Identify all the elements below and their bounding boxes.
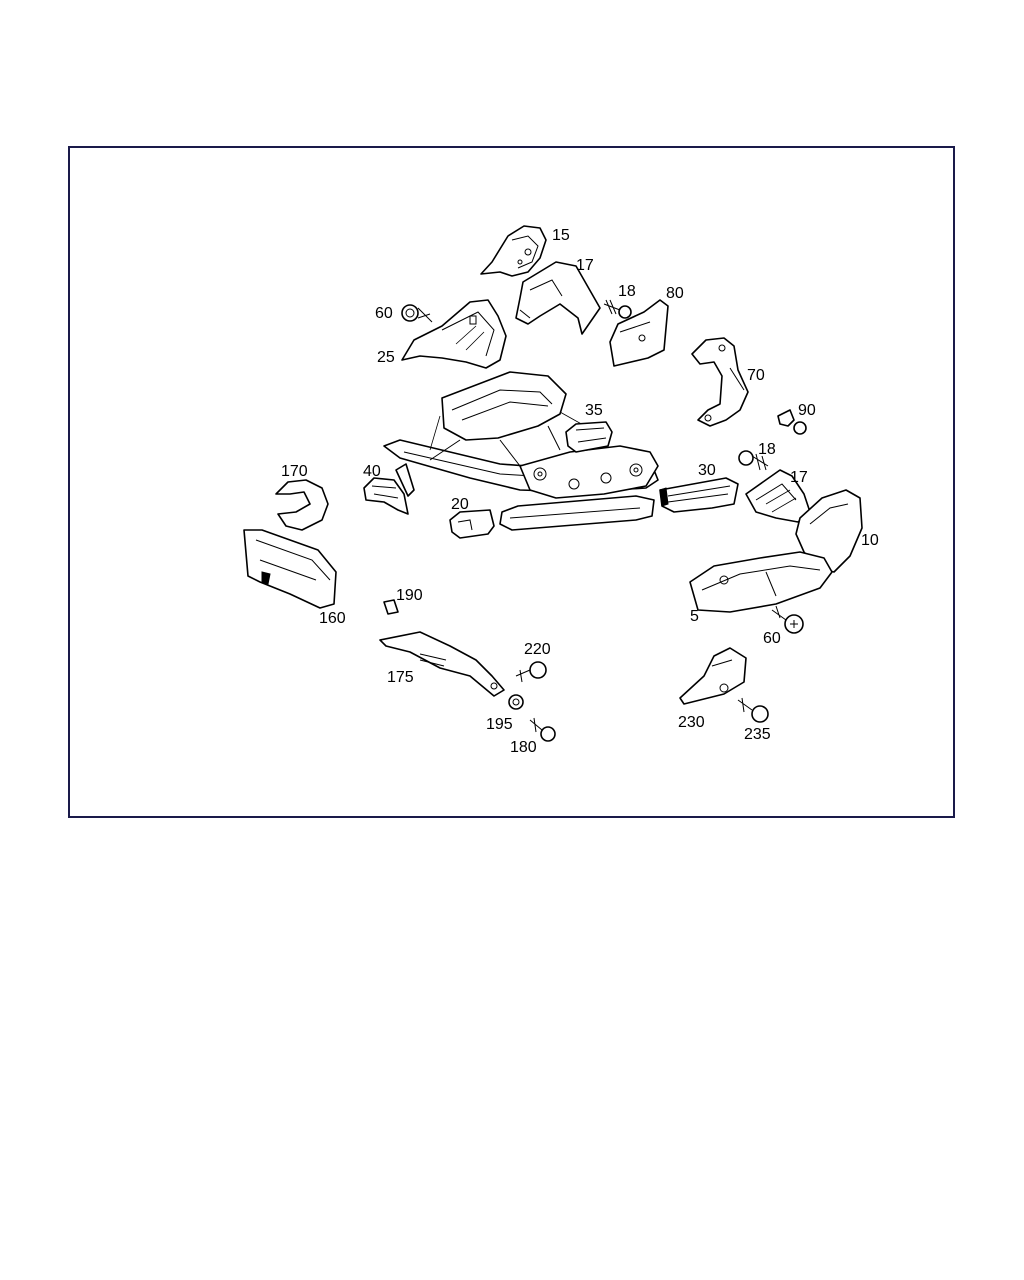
callout-60-right: 60 xyxy=(763,630,781,647)
part-90-clip xyxy=(777,409,807,435)
callout-220: 220 xyxy=(524,641,551,658)
callout-35: 35 xyxy=(585,402,603,419)
part-175-plate xyxy=(379,631,505,697)
part-20-bracket xyxy=(449,509,495,539)
part-235-screw xyxy=(737,697,769,723)
callout-40: 40 xyxy=(363,463,381,480)
part-80-cover xyxy=(609,299,669,367)
callout-30: 30 xyxy=(698,462,716,479)
callout-190: 190 xyxy=(396,587,423,604)
part-17-upper-cover xyxy=(515,261,601,335)
part-220-nut xyxy=(515,661,547,683)
part-35-guide xyxy=(565,421,613,453)
part-190-nut xyxy=(383,599,399,615)
callout-195: 195 xyxy=(486,716,513,733)
part-170-clamp xyxy=(275,479,329,531)
part-60-screw-right xyxy=(771,605,804,634)
callout-160: 160 xyxy=(319,610,346,627)
part-10-side-trim xyxy=(795,489,863,573)
part-40-bracket xyxy=(363,477,409,515)
part-25-side-cover xyxy=(401,299,507,369)
part-60-screw-left xyxy=(401,304,433,323)
callout-17-right: 17 xyxy=(790,469,808,486)
part-5-side-panel xyxy=(689,551,833,613)
callout-235: 235 xyxy=(744,726,771,743)
callout-175: 175 xyxy=(387,669,414,686)
callout-18-right: 18 xyxy=(758,441,776,458)
part-15-trim-cover xyxy=(480,225,547,277)
callout-90: 90 xyxy=(798,402,816,419)
callout-80: 80 xyxy=(666,285,684,302)
callout-5: 5 xyxy=(690,608,699,625)
part-18-screw-upper xyxy=(603,299,632,319)
callout-18-upper: 18 xyxy=(618,283,636,300)
callout-60-left: 60 xyxy=(375,305,393,322)
callout-17-upper: 17 xyxy=(576,257,594,274)
callout-15: 15 xyxy=(552,227,570,244)
part-180-screw xyxy=(529,717,556,742)
callout-70: 70 xyxy=(747,367,765,384)
callout-10: 10 xyxy=(861,532,879,549)
callout-230: 230 xyxy=(678,714,705,731)
part-70-bracket xyxy=(691,337,749,427)
part-30-rail-cover xyxy=(659,477,739,513)
callout-25: 25 xyxy=(377,349,395,366)
callout-170: 170 xyxy=(281,463,308,480)
part-160-cover xyxy=(243,529,337,609)
callout-180: 180 xyxy=(510,739,537,756)
callout-20: 20 xyxy=(451,496,469,513)
part-230-bracket xyxy=(679,647,747,705)
part-195-washer xyxy=(508,694,524,710)
part-18-screw-right xyxy=(738,450,769,471)
seat-frame-assembly xyxy=(383,371,659,531)
